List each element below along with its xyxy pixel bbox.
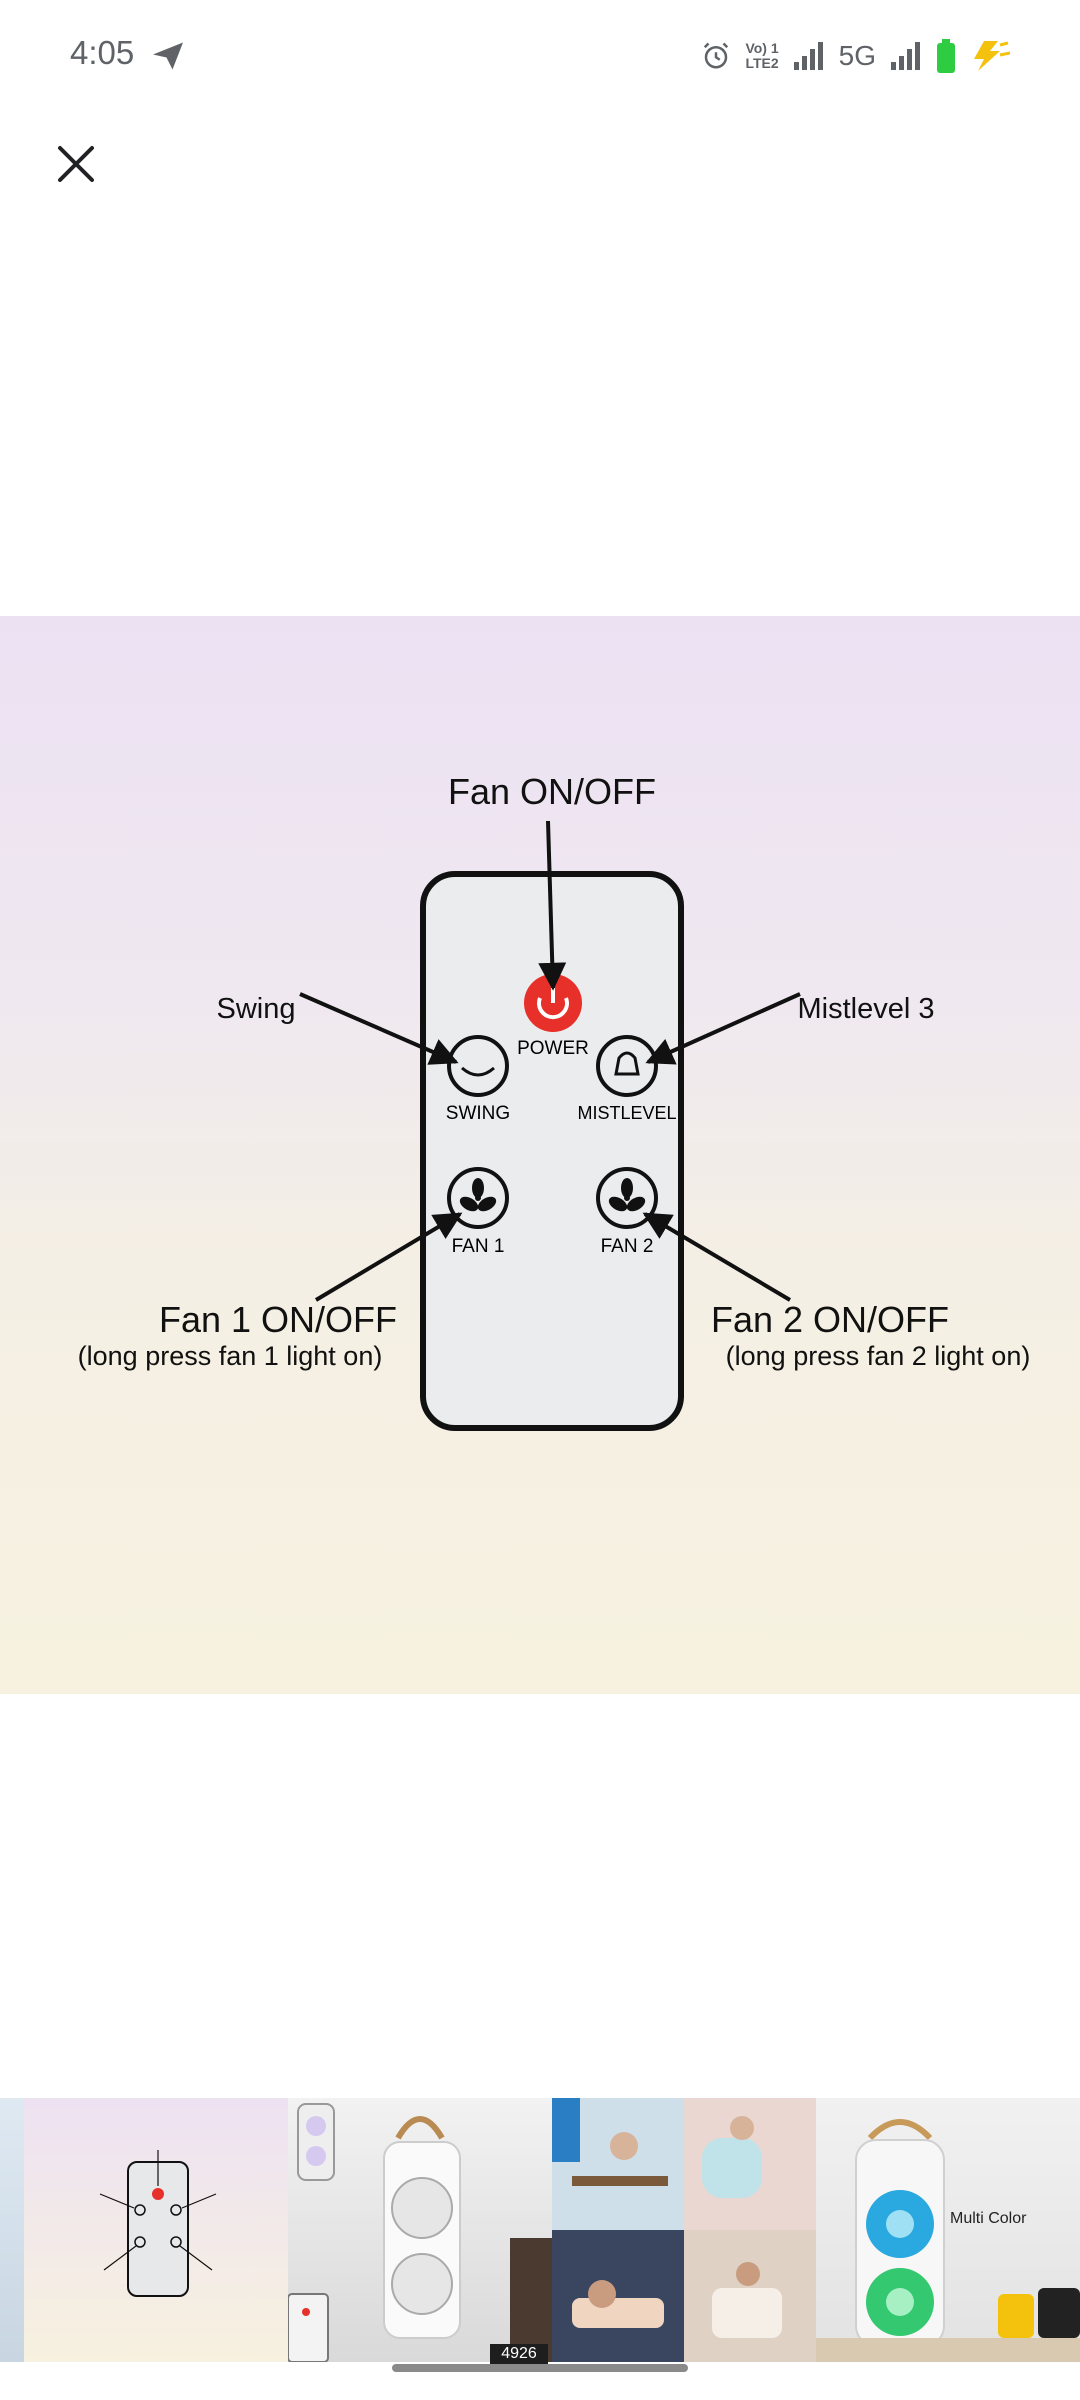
thumbnail-fan-image bbox=[288, 2103, 552, 2362]
signal-icon-2 bbox=[891, 42, 920, 70]
volte-indicator: Vo) 1 LTE2 bbox=[745, 40, 779, 71]
thumbnail-remote[interactable] bbox=[24, 2098, 288, 2362]
network-type: 5G bbox=[838, 40, 876, 71]
fan1-callout-sub: (long press fan 1 light on) bbox=[78, 1341, 383, 1371]
swing-callout: Swing bbox=[217, 993, 296, 1025]
fan2-label: FAN 2 bbox=[601, 1236, 654, 1257]
thumbnail-multi-color[interactable]: Multi Color bbox=[816, 2098, 1080, 2362]
fan1-callout-title: Fan 1 ON/OFF bbox=[159, 1299, 397, 1340]
thumbnail-multicolor-image bbox=[816, 2119, 1080, 2362]
battery-icon bbox=[937, 39, 955, 73]
thumbnail-fan-white[interactable] bbox=[288, 2098, 552, 2362]
thumbnail-lifestyle-image bbox=[552, 2098, 816, 2362]
mistlevel-button bbox=[596, 1035, 658, 1097]
fan2-button bbox=[596, 1167, 658, 1229]
status-icons: Vo) 1 LTE2 5G bbox=[701, 36, 1010, 76]
home-indicator[interactable] bbox=[392, 2364, 688, 2372]
alarm-icon bbox=[704, 42, 729, 69]
thumbnail-remote-image bbox=[99, 2150, 217, 2297]
multi-color-label: Multi Color bbox=[950, 2210, 1027, 2227]
status-bar: 4:05 Vo) 1 LTE2 5G bbox=[0, 0, 1080, 110]
remote-body bbox=[420, 871, 684, 1431]
power-label: POWER bbox=[517, 1038, 589, 1059]
thumbnail-partial[interactable] bbox=[0, 2098, 24, 2362]
image-count-badge: 4926 bbox=[490, 2344, 548, 2364]
fan-icon bbox=[608, 1178, 646, 1212]
mistlevel-label: MISTLEVEL bbox=[577, 1103, 676, 1123]
fan-icon bbox=[459, 1178, 497, 1212]
mistlevel-callout: Mistlevel 3 bbox=[798, 993, 935, 1025]
swing-button bbox=[447, 1035, 509, 1097]
fan1-label: FAN 1 bbox=[452, 1236, 505, 1257]
fan2-callout-title: Fan 2 ON/OFF bbox=[711, 1299, 949, 1340]
swing-label: SWING bbox=[446, 1103, 510, 1124]
product-image[interactable]: POWER SWING MISTLEVEL FAN 1 FAN 2 bbox=[0, 616, 1080, 1694]
fan1-button bbox=[447, 1167, 509, 1229]
remote-diagram: POWER SWING MISTLEVEL FAN 1 FAN 2 bbox=[78, 771, 1031, 1431]
close-button[interactable] bbox=[46, 134, 106, 194]
thumbnail-strip: Multi Color bbox=[0, 2098, 1080, 2362]
close-icon bbox=[58, 146, 94, 182]
charging-icon bbox=[974, 41, 1010, 71]
signal-icon bbox=[793, 42, 823, 70]
fan2-callout-sub: (long press fan 2 light on) bbox=[726, 1341, 1031, 1371]
status-time: 4:05 bbox=[70, 34, 135, 71]
fan-on-off-label: Fan ON/OFF bbox=[448, 771, 656, 812]
thumbnail-lifestyle[interactable] bbox=[552, 2098, 816, 2362]
telegram-icon bbox=[153, 42, 183, 70]
